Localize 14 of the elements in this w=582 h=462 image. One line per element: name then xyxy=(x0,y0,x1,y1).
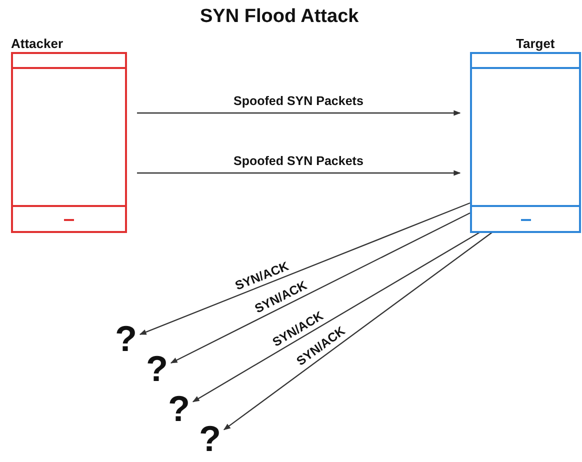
edge-label: Spoofed SYN Packets xyxy=(232,154,366,168)
question-mark: ? xyxy=(112,320,140,360)
arrow xyxy=(137,110,461,116)
diagram-title: SYN Flood Attack xyxy=(200,6,359,28)
question-mark: ? xyxy=(165,390,193,430)
question-mark: ? xyxy=(196,420,224,460)
arrow xyxy=(170,212,470,364)
device-label: Target xyxy=(516,36,555,51)
question-mark: ? xyxy=(143,350,171,390)
device-label: Attacker xyxy=(11,36,64,51)
arrow xyxy=(137,170,461,176)
arrow xyxy=(139,202,470,335)
arrow xyxy=(223,230,494,430)
edge-label: Spoofed SYN Packets xyxy=(232,94,366,108)
